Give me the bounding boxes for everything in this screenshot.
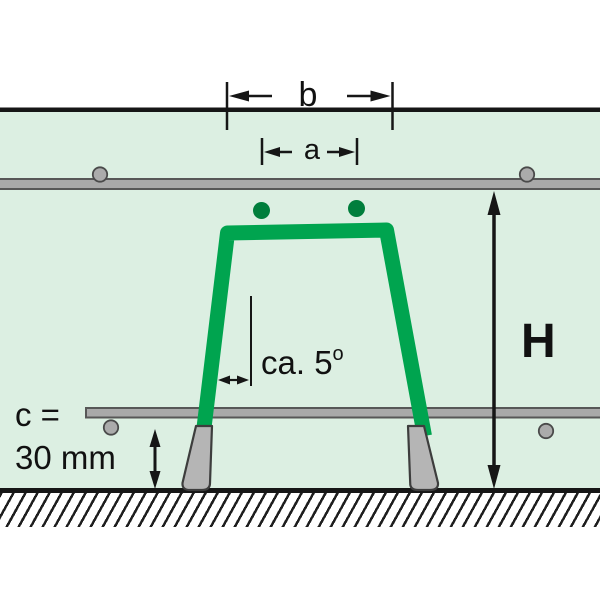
upper-rebar-bar — [0, 178, 600, 190]
dim-b-arrow — [225, 82, 394, 130]
dim-a-arrow — [260, 138, 359, 165]
wire-dot-left — [253, 202, 270, 219]
angle-label-sup: o — [332, 343, 344, 365]
spacer-foot-right — [406, 424, 440, 492]
dim-a-label: a — [303, 134, 321, 166]
height-arrow — [487, 191, 501, 489]
slab-bottom-line — [0, 488, 600, 493]
spacer-wire — [195, 222, 432, 438]
cover-label-line2: 30 mm — [15, 439, 116, 476]
dim-b-label: b — [298, 76, 318, 114]
angle-label-text: ca. 5 — [261, 344, 333, 381]
wire-dot-right — [348, 200, 365, 217]
rebar-circle-bottom-left — [102, 419, 120, 436]
slab-top-line — [0, 107, 600, 112]
cover-label-line1: c = — [15, 396, 60, 433]
cover-arrow — [149, 429, 161, 489]
height-label: H — [521, 315, 556, 368]
concrete-slab — [0, 110, 600, 490]
angle-label: ca. 5o — [261, 344, 344, 379]
lower-rebar-bar — [85, 407, 600, 419]
rebar-circle-top-right — [518, 166, 536, 183]
angle-arrow — [218, 375, 249, 385]
formwork-hatch — [0, 493, 600, 527]
rebar-circle-bottom-right — [537, 422, 555, 440]
spacer-foot-left — [181, 424, 214, 492]
rebar-circle-top-left — [91, 166, 109, 183]
